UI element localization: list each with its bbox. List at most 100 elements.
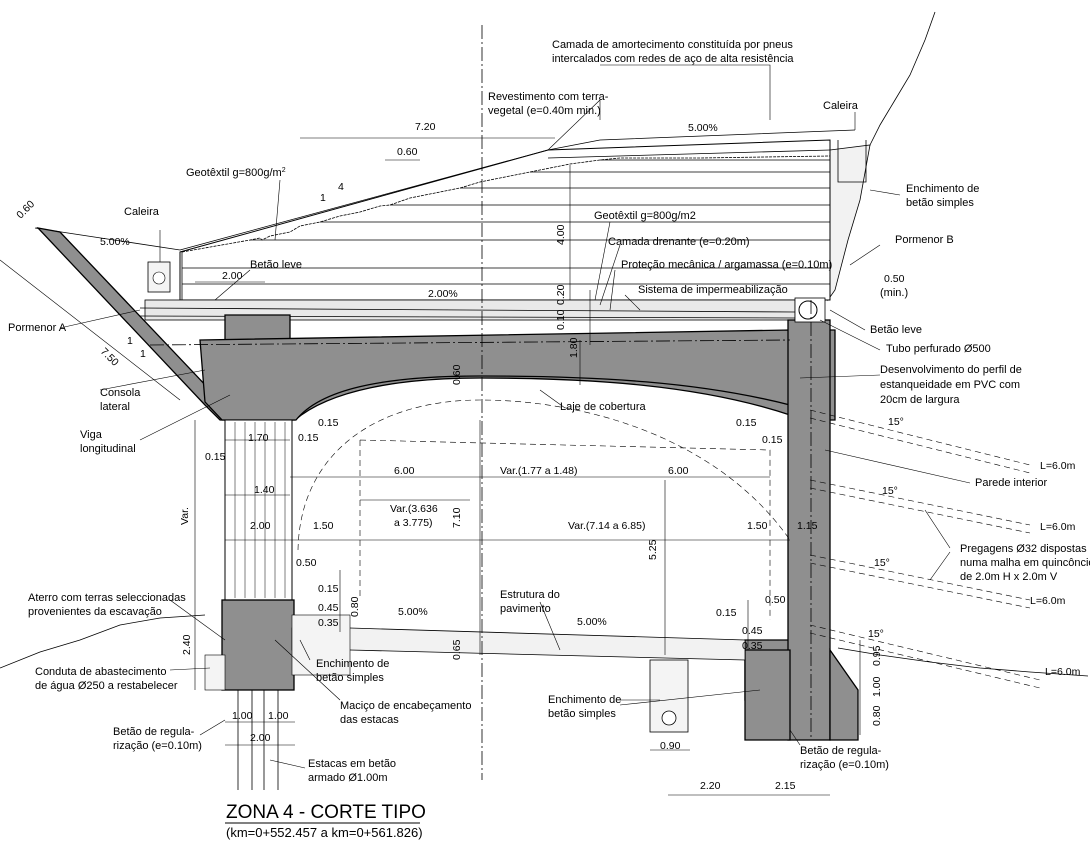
label-aterro-2: provenientes da escavação (28, 606, 162, 618)
label-viga-2: longitudinal (80, 443, 136, 455)
label-tubo: Tubo perfurado Ø500 (886, 343, 991, 355)
label-pregagens-1: Pregagens Ø32 dispostas (960, 543, 1087, 555)
dim-600-l: 6.00 (394, 465, 415, 477)
label-estacas-1: Estacas em betão (308, 758, 396, 770)
dim-length-4: L=6.0m (1045, 666, 1081, 678)
dim-150-l: 1.50 (313, 520, 334, 532)
label-laje: Laje de cobertura (560, 401, 646, 413)
terrain-right-low (837, 647, 1089, 677)
dim-060-left: 0.60 (14, 198, 37, 221)
dim-060-top: 0.60 (397, 146, 418, 158)
roof-axis (149, 339, 791, 346)
dim-090: 0.90 (660, 740, 681, 752)
dim-045-r: 0.45 (742, 625, 763, 637)
right-footing (744, 649, 791, 741)
label-pormenor-a: Pormenor A (8, 322, 67, 334)
label-parede: Parede interior (975, 477, 1047, 489)
dim-angle-4: 15° (868, 628, 884, 640)
dim-180: 1.80 (568, 337, 580, 358)
dim-095: 0.95 (871, 645, 883, 666)
dim-170: 1.70 (248, 432, 269, 444)
backfill-right (827, 144, 871, 302)
label-caleira-right: Caleira (823, 100, 859, 112)
label-pormenor-b: Pormenor B (895, 234, 954, 246)
dim-slope-a: 5.00% (398, 606, 428, 618)
label-conduta-2: de água Ø250 a restabelecer (35, 680, 178, 692)
dim-035-r: 0.35 (742, 640, 763, 652)
dim-200-bot: 2.00 (250, 732, 271, 744)
dim-035-l: 0.35 (318, 617, 339, 629)
label-betao-reg-left-1: Betão de regula- (113, 726, 195, 738)
dim-015-b: 0.15 (298, 432, 319, 444)
label-camada-drenante: Camada drenante (e=0.20m) (608, 236, 750, 248)
label-viga-1: Viga (80, 429, 103, 441)
interior-dashed (359, 439, 771, 620)
dim-600-r: 6.00 (668, 465, 689, 477)
dim-015-a: 0.15 (318, 417, 339, 429)
dim-140: 1.40 (254, 484, 275, 496)
dim-200pct: 2.00% (428, 288, 458, 300)
label-betao-reg-left-2: rização (e=0.10m) (113, 740, 202, 752)
label-min: (min.) (880, 287, 908, 299)
dim-slope-b: 5.00% (577, 616, 607, 628)
dim-100-b: 1.00 (268, 710, 289, 722)
perforated-tube (798, 300, 818, 320)
label-camada-amort-1: Camada de amortecimento constituída por … (552, 39, 793, 51)
label-aterro-1: Aterro com terras seleccionadas (28, 592, 186, 604)
label-consola-1: Consola (100, 387, 141, 399)
right-gutter (837, 140, 867, 183)
dim-length-1: L=6.0m (1040, 460, 1076, 472)
label-camada-amort-2: intercalados com redes de aço de alta re… (552, 53, 794, 65)
label-macico-1: Maciço de encabeçamento (340, 700, 471, 712)
piles (237, 690, 279, 790)
label-impermeabilizacao: Sistema de impermeabilização (638, 284, 788, 296)
left-gutter-pipe (152, 271, 166, 285)
label-consola-2: lateral (100, 401, 130, 413)
label-desenv-2: estanqueidade em PVC com (880, 379, 1020, 391)
label-revestimento-2: vegetal (e=0.40m min.) (488, 105, 601, 117)
dim-015-f: 0.15 (318, 583, 339, 595)
dim-slope1-b: 1 (140, 348, 146, 360)
label-geotextil-top: Geotêxtil g=800g/m2 (186, 167, 286, 179)
dim-200-mid: 2.00 (250, 520, 271, 532)
dim-015-g: 0.15 (716, 607, 737, 619)
label-estacas-2: armado Ø1.00m (308, 772, 387, 784)
dim-slope1-a: 1 (127, 335, 133, 347)
label-desenv-3: 20cm de largura (880, 394, 960, 406)
dim-slope-left: 5.00% (100, 236, 130, 248)
dim-750: 7.50 (98, 346, 121, 369)
dim-065: 0.65 (451, 639, 463, 660)
dim-var-3636-1: Var.(3.636 (390, 503, 438, 515)
dim-var-left: Var. (179, 507, 191, 525)
dim-240: 2.40 (181, 634, 193, 655)
dim-020: 0.20 (555, 284, 567, 305)
dim-slope-1: 1 (320, 192, 326, 204)
dim-080-r: 0.80 (871, 705, 883, 726)
dim-710: 7.10 (451, 507, 463, 528)
dimension-lines (0, 137, 861, 796)
arch-dashed (297, 399, 791, 551)
dim-150-r: 1.50 (747, 520, 768, 532)
vegetal-layer (547, 149, 831, 159)
dim-060-mid: 0.60 (451, 364, 463, 385)
label-enchimento-top-1: Enchimento de (906, 183, 979, 195)
label-desenv-1: Desenvolvimento do perfil de (880, 364, 1022, 376)
anchors (809, 409, 1041, 689)
label-betao-leve-left: Betão leve (250, 259, 302, 271)
label-revestimento-1: Revestimento com terra- (488, 91, 609, 103)
label-enchimento-left-1: Enchimento de (316, 658, 389, 670)
dim-015-d: 0.15 (762, 434, 783, 446)
dim-720: 7.20 (415, 121, 436, 133)
label-caleira-left: Caleira (124, 206, 160, 218)
label-geotextil-mid: Geotêxtil g=800g/m2 (594, 210, 696, 222)
label-betao-leve-right: Betão leve (870, 324, 922, 336)
dim-015-vl: 0.15 (205, 451, 226, 463)
right-footing-ext (829, 647, 859, 741)
pavement (291, 627, 746, 661)
pile-cap (221, 599, 295, 691)
right-wall (787, 319, 831, 741)
dim-length-3: L=6.0m (1030, 595, 1066, 607)
dim-var-177: Var.(1.77 a 1.48) (500, 465, 577, 477)
dim-050-r: 0.50 (765, 594, 786, 606)
dim-080-l: 0.80 (349, 596, 361, 617)
